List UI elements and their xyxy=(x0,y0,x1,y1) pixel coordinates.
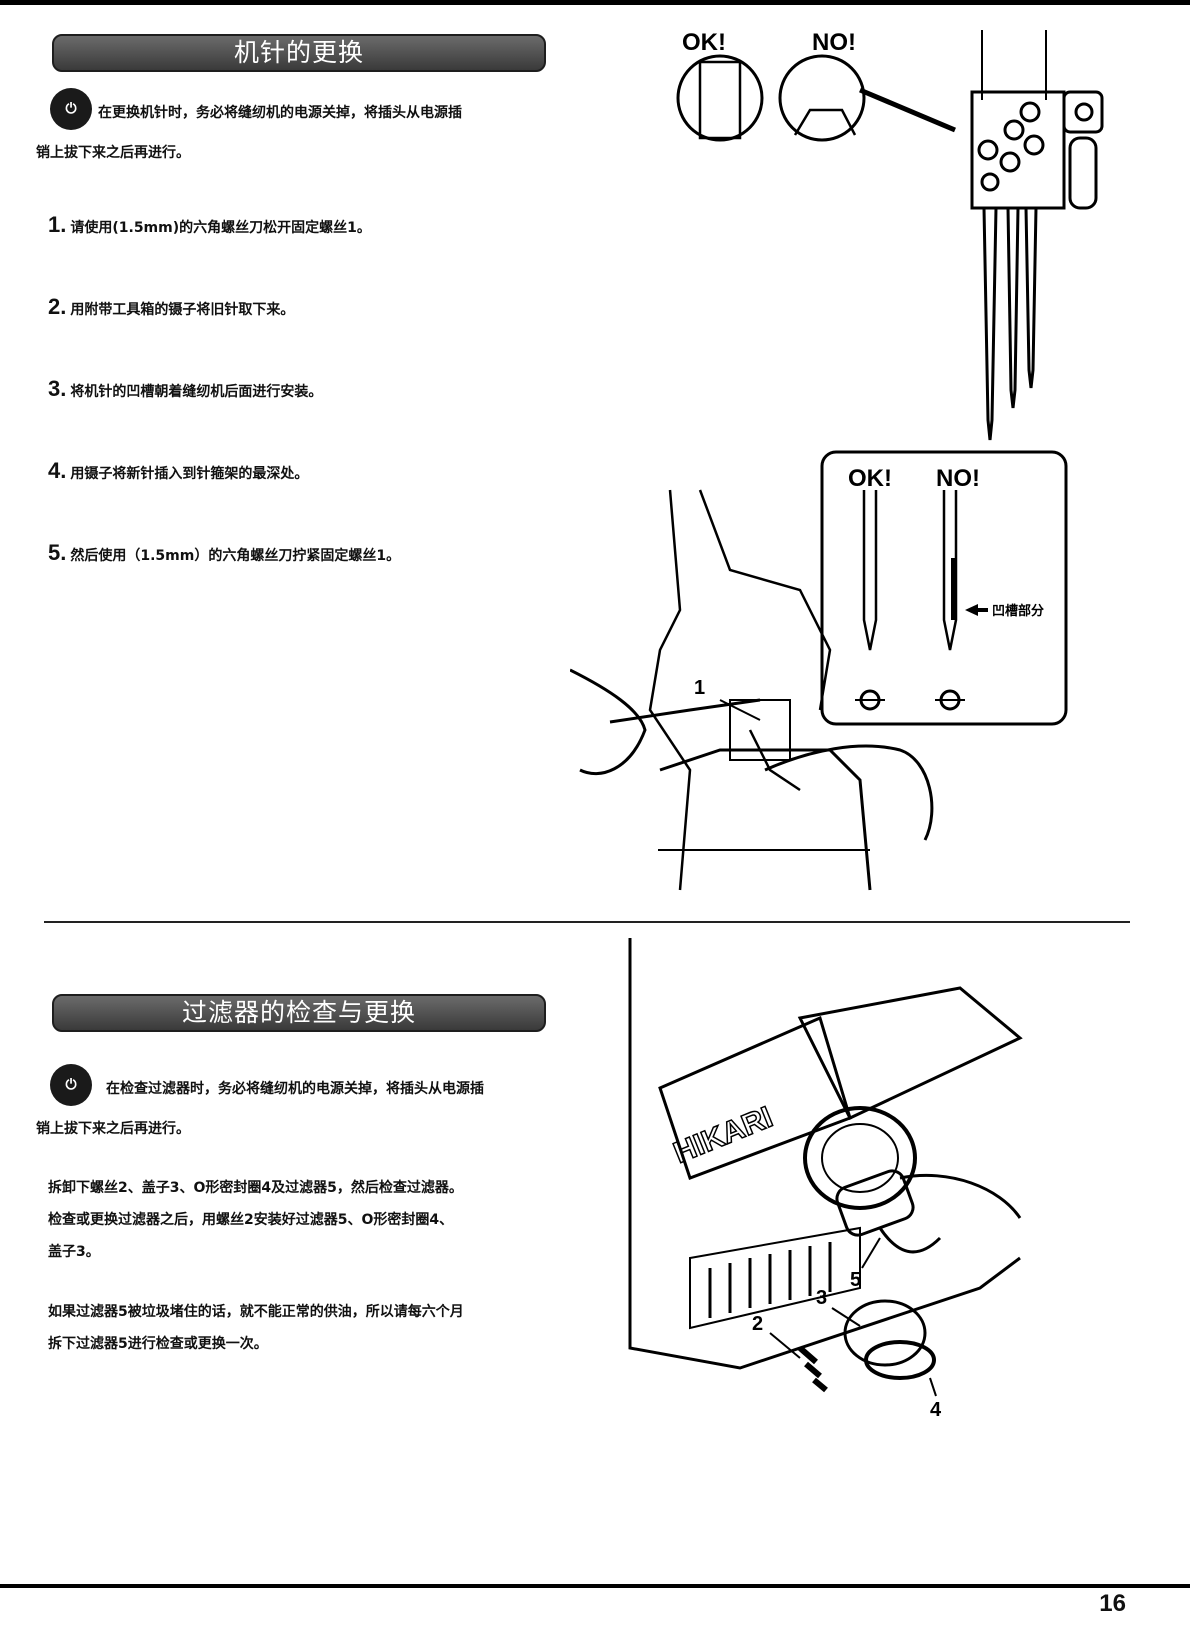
step-2: 2.用附带工具箱的镊子将旧针取下来。 xyxy=(48,294,295,319)
page-number: 16 xyxy=(1099,1590,1126,1617)
ok-zoom-circle xyxy=(676,54,764,142)
callout-3-leader xyxy=(831,1307,861,1327)
groove-arrow-icon xyxy=(965,604,978,616)
filter-replacement-figure: HIKARI 2 3 4 5 xyxy=(628,938,1023,1421)
filter-instructions: 拆卸下螺丝2、盖子3、O形密封圈4及过滤器5，然后检查过滤器。 检查或更换过滤器… xyxy=(48,1180,463,1260)
groove-label: 凹槽部分 xyxy=(992,603,1044,619)
callout-4: 4 xyxy=(930,1399,942,1421)
ok-label-top: OK! xyxy=(682,29,726,56)
brand-logo: HIKARI xyxy=(669,1101,777,1170)
warning-text-line2: 销上拔下来之后再进行。 xyxy=(36,145,190,161)
ok-label-box: OK! xyxy=(848,465,892,492)
step-4: 4.用镊子将新针插入到针箍架的最深处。 xyxy=(48,458,309,483)
needle-installation-figure: OK! NO! OK! NO! 凹槽部分 1 xyxy=(570,29,1104,891)
no-zoom-circle xyxy=(778,54,866,142)
callout-5-leader xyxy=(861,1237,881,1269)
section-divider xyxy=(44,921,1130,923)
filter-maintenance-note: 如果过滤器5被垃圾堵住的话，就不能正常的供油，所以请每六个月 拆下过滤器5进行检… xyxy=(48,1304,464,1352)
unplug-warning-icon: ⏻ xyxy=(50,1064,92,1106)
callout-2-leader xyxy=(769,1332,801,1359)
callout-4-leader xyxy=(929,1377,937,1397)
callout-3: 3 xyxy=(816,1287,827,1309)
step-5: 5.然后使用（1.5mm）的六角螺丝刀拧紧固定螺丝1。 xyxy=(48,540,401,565)
no-label-top: NO! xyxy=(812,29,856,56)
callout-5: 5 xyxy=(850,1269,861,1291)
step-1: 1.请使用(1.5mm)的六角螺丝刀松开固定螺丝1。 xyxy=(48,212,371,237)
warning-text-line1: 在更换机针时，务必将缝纫机的电源关掉，将插头从电源插 xyxy=(98,105,462,121)
top-rule xyxy=(0,0,1190,5)
bottom-rule xyxy=(0,1584,1190,1588)
warning-text-line1: 在检查过滤器时，务必将缝纫机的电源关掉，将插头从电源插 xyxy=(106,1081,484,1097)
callout-1-leader xyxy=(719,699,761,721)
section-title-filter: 过滤器的检查与更换 xyxy=(52,994,546,1032)
unplug-warning-icon: ⏻ xyxy=(50,88,92,130)
warning-text-line2: 销上拔下来之后再进行。 xyxy=(36,1121,190,1137)
callout-1: 1 xyxy=(694,677,705,699)
callout-2: 2 xyxy=(752,1313,763,1335)
no-label-box: NO! xyxy=(936,465,980,492)
section-title-needle: 机针的更换 xyxy=(52,34,546,72)
step-3: 3.将机针的凹槽朝着缝纫机后面进行安装。 xyxy=(48,376,323,401)
